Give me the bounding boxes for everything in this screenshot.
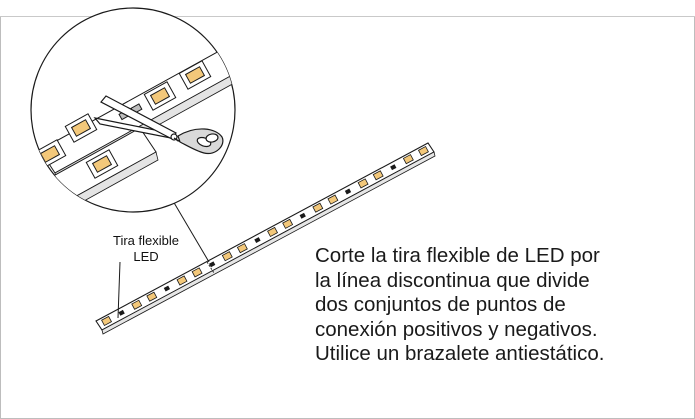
strip-led-chip (372, 170, 384, 181)
strip-pad (254, 237, 261, 243)
strip-pad (209, 261, 216, 268)
strip-label-line: LED (133, 249, 159, 264)
strip-led-chip (327, 194, 339, 205)
strip-led-chip (417, 145, 429, 157)
strip-pad (344, 188, 352, 195)
strip-label: Tira flexible LED (76, 233, 216, 265)
strip-label-line: Tira flexible (113, 233, 179, 248)
instruction-line: dos conjuntos de puntos de (315, 293, 566, 316)
strip-pad (299, 212, 306, 219)
strip-led-chip (131, 299, 143, 310)
strip-led-chip (176, 275, 188, 286)
instruction-line: la línea discontinua que divide (315, 268, 590, 292)
scissors-icon (93, 95, 224, 155)
strip-label-leader (117, 261, 121, 319)
top-band (0, 0, 695, 17)
strip-led-chip (312, 202, 324, 213)
strip-pad (390, 164, 397, 171)
strip-led-chip (282, 218, 294, 229)
led-strip (95, 142, 436, 335)
instruction-line: conexión positivos y negativos. (315, 317, 598, 341)
strip-led-chip (357, 178, 369, 189)
strip-led-chip (236, 243, 248, 254)
instruction-text: Corte la tira flexible de LED por la lín… (315, 244, 685, 367)
instruction-line: Utilice un brazalete antiestático. (315, 342, 605, 365)
strip-pad (163, 285, 171, 292)
strip-led-chip (146, 291, 158, 302)
magnifier (30, 7, 236, 213)
strip-led-chip (101, 315, 113, 327)
strip-led-chip (402, 154, 414, 165)
strip-led-chips (101, 145, 429, 327)
strip-led-chip (191, 267, 203, 278)
strip-pad (118, 309, 125, 316)
strip-edge (101, 151, 436, 335)
strip-led-chip (267, 226, 279, 238)
instruction-line: Corte la tira flexible de LED por (315, 244, 600, 267)
strip-led-chip (221, 251, 233, 262)
cut-line (206, 261, 215, 274)
